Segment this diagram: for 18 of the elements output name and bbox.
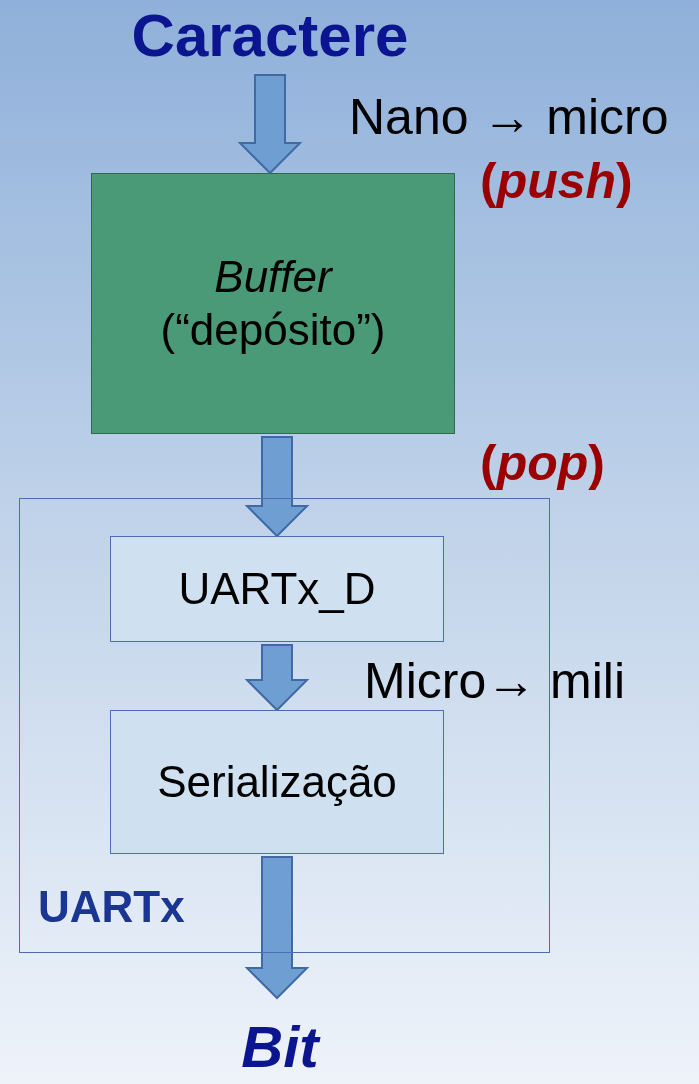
process-box — [110, 710, 444, 854]
time-scale-note: Nano → micro — [349, 88, 669, 146]
node-label: Serialização — [157, 755, 397, 808]
node-label: UARTx_D — [178, 562, 376, 615]
node-label: UARTx — [38, 881, 185, 934]
operation-note: (pop) — [480, 434, 605, 492]
block-arrow — [244, 644, 310, 712]
group-frame — [19, 498, 550, 953]
block-arrow — [244, 436, 310, 538]
buffer-box — [91, 173, 455, 434]
block-arrow — [237, 74, 303, 175]
node-label: Caractere — [131, 1, 409, 71]
block-arrow — [244, 856, 310, 1000]
process-box — [110, 536, 444, 642]
operation-note: (push) — [480, 152, 633, 210]
node-label: Buffer (“depósito”) — [159, 250, 387, 356]
node-label: Bit — [241, 1013, 319, 1082]
time-scale-note: Micro→ mili — [364, 652, 626, 710]
